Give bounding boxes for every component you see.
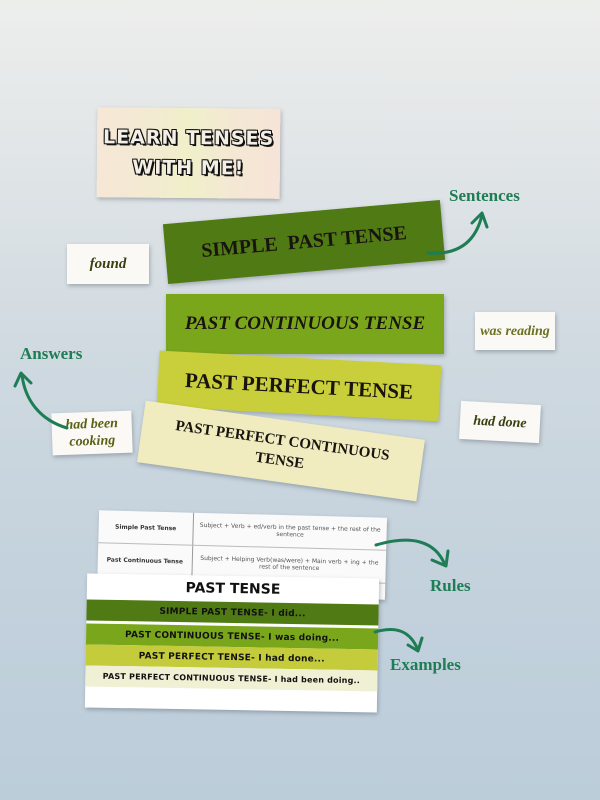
annotation-sentences: Sentences (449, 186, 520, 205)
example-row: SIMPLE PAST TENSE- I did... (86, 599, 379, 626)
strip-label: PAST CONTINUOUS TENSE (184, 313, 426, 334)
rule-name: Past Continuous Tense (97, 542, 193, 579)
title-card: LEARN TENSES WITH ME! (96, 107, 281, 199)
arrow-examples-icon (373, 627, 424, 653)
answer-text: had done (472, 413, 527, 431)
strip-label: SIMPLE PAST TENSE (200, 221, 408, 262)
annotation-examples: Examples (390, 655, 461, 674)
answer-tile-had-been-cooking: had been cooking (51, 410, 133, 456)
answer-tile-had-done: had done (459, 400, 541, 444)
example-row: PAST PERFECT CONTINUOUS TENSE- I had bee… (85, 665, 378, 692)
title-line-2: WITH ME! (132, 156, 245, 180)
examples-sheet: PAST TENSE SIMPLE PAST TENSE- I did... P… (84, 573, 380, 713)
annotation-rules: Rules (430, 576, 471, 595)
answer-text: was reading (480, 323, 550, 339)
arrow-rules-icon (374, 538, 450, 568)
strip-simple-past: SIMPLE PAST TENSE (162, 199, 446, 285)
rule-name: Simple Past Tense (98, 510, 194, 546)
strip-past-continuous: PAST CONTINUOUS TENSE (166, 294, 444, 354)
title-line-1: LEARN TENSES (102, 126, 275, 150)
answer-text: had been cooking (65, 416, 119, 450)
rules-table: Simple Past Tense Subject + Verb + ed/ve… (97, 510, 388, 584)
strip-label: PAST PERFECT TENSE (184, 367, 414, 404)
strip-label: PAST PERFECT CONTINUOUS TENSE (174, 418, 391, 473)
answer-tile-was-reading: was reading (475, 312, 555, 350)
rule-formula: Subject + Verb + ed/verb in the past ten… (192, 512, 388, 551)
answer-tile-found: found (67, 244, 149, 284)
answer-text: found (89, 255, 127, 272)
annotation-answers: Answers (20, 344, 83, 363)
